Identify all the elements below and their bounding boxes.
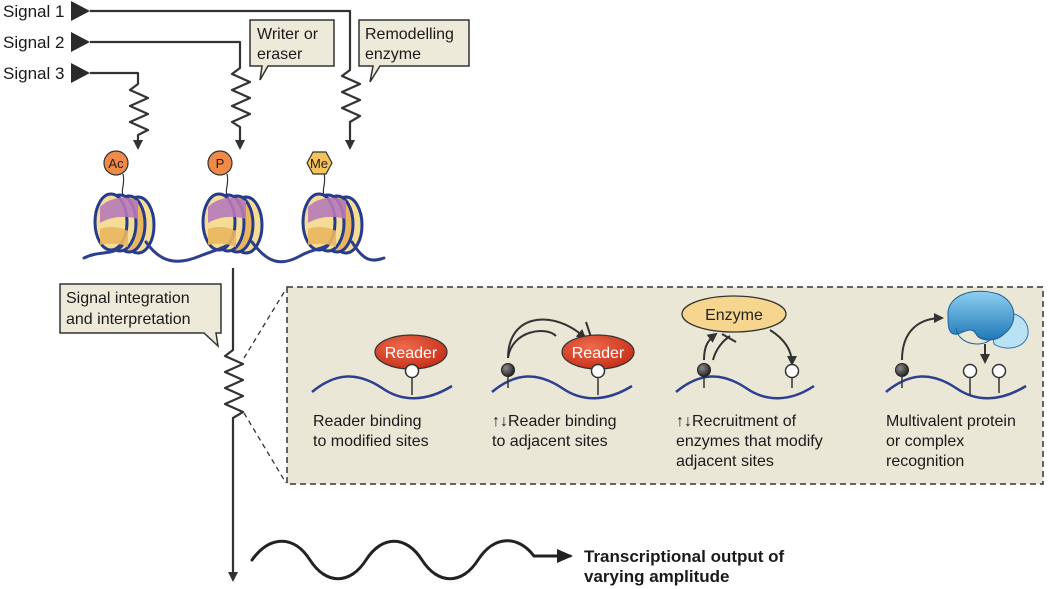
signal-3-flag: [71, 63, 90, 83]
modified-site-icon: [404, 363, 420, 379]
panel-item-enzyme-recruitment: Enzyme ↑↓Recruitment of enzymes that mod…: [675, 295, 823, 470]
mark-ac: Ac: [103, 150, 129, 199]
signal-2-flag: [71, 32, 90, 52]
unmodified-site-icon: [962, 363, 978, 379]
caption-2-line1: ↑↓Reader binding: [492, 413, 617, 430]
output-line1: Transcriptional output of: [584, 547, 785, 566]
panel2-dna: [491, 375, 633, 400]
signal-1-path: [90, 9, 362, 150]
panel-item-multivalent: Multivalent protein or complex recogniti…: [885, 290, 1029, 470]
mark-p: P: [207, 150, 233, 199]
signal-2-path: [90, 40, 252, 150]
signal-1-label: Signal 1: [3, 2, 64, 21]
caption-4-line3: recognition: [886, 453, 964, 470]
unmodified-site-icon: [590, 363, 606, 379]
reader-label-1: Reader: [385, 345, 438, 362]
enzyme-icon: [681, 295, 787, 333]
caption-3-line1: ↑↓Recruitment of: [676, 413, 797, 430]
panel-item-reader-binding: Reader Reader binding to modified sites: [311, 334, 453, 450]
panel3-dna: [675, 375, 815, 400]
signal-3-label: Signal 3: [3, 64, 64, 83]
protein-complex-icon: [947, 290, 1029, 349]
recruit-arrow: [703, 332, 718, 361]
callout-remodelling: Remodelling enzyme: [358, 19, 470, 83]
caption-4-line1: Multivalent protein: [886, 413, 1016, 430]
callout-remodelling-line2: enzyme: [365, 46, 421, 63]
output-line2: varying amplitude: [584, 567, 729, 586]
mark-p-label: P: [216, 156, 225, 171]
nucleosome-1: [93, 192, 156, 255]
multivalent-arrow: [901, 313, 944, 361]
transcription-output-wave: [250, 539, 573, 581]
methyl-mark-icon: [306, 151, 333, 175]
callout-integration: Signal integration and interpretation: [59, 283, 222, 349]
caption-4-line2: or complex: [886, 433, 964, 450]
callout-writer-eraser: Writer or eraser: [249, 19, 335, 81]
mark-me: Me: [306, 151, 333, 199]
nucleosome-3: [301, 192, 364, 255]
signal-lines: [90, 9, 362, 150]
callout-integration-line1: Signal integration: [66, 290, 190, 307]
unmodified-site-icon: [784, 363, 800, 379]
integration-line: [223, 268, 245, 582]
callout-integration-line2: and interpretation: [66, 311, 191, 328]
signal-3: Signal 3: [3, 63, 90, 83]
callout-writer-line1: Writer or: [257, 26, 319, 43]
caption-1-line2: to modified sites: [313, 433, 429, 450]
enzyme-label: Enzyme: [705, 307, 763, 324]
signal-2: Signal 2: [3, 32, 90, 52]
panel1-dna: [311, 375, 453, 400]
signal-1: Signal 1: [3, 1, 90, 21]
panel-item-adjacent-reader: Reader ↑↓Reader binding to adjacent site…: [491, 318, 635, 450]
chromatin-dna: [82, 240, 386, 264]
callout-remodelling-line1: Remodelling: [365, 26, 454, 43]
panel4-dna: [885, 375, 1027, 400]
mark-ac-label: Ac: [108, 156, 124, 171]
nucleosome-2: [201, 192, 264, 255]
caption-2-line2: to adjacent sites: [492, 433, 608, 450]
phospho-mark-icon: [207, 150, 233, 176]
caption-3-line3: adjacent sites: [676, 453, 774, 470]
caption-1-line1: Reader binding: [313, 413, 422, 430]
signal-1-flag: [71, 1, 90, 21]
inhibition-arc: [507, 330, 557, 359]
crosstalk-arrow: [507, 318, 587, 359]
modified-site-dark-icon: [697, 363, 711, 377]
modified-site-dark-icon: [501, 363, 515, 377]
reader-label-2: Reader: [572, 345, 625, 362]
acetyl-mark-icon: [103, 150, 129, 176]
modify-arrow: [769, 329, 797, 366]
unmodified-site-icon: [991, 363, 1007, 379]
callout-writer-line2: eraser: [257, 46, 303, 63]
signal-2-label: Signal 2: [3, 33, 64, 52]
signal-3-path: [90, 71, 150, 150]
modified-site-dark-icon: [895, 363, 909, 377]
mark-me-label: Me: [310, 156, 328, 171]
mechanisms-panel: [286, 286, 1044, 485]
zoom-lines: [243, 288, 287, 484]
caption-3-line2: enzymes that modify: [676, 433, 823, 450]
